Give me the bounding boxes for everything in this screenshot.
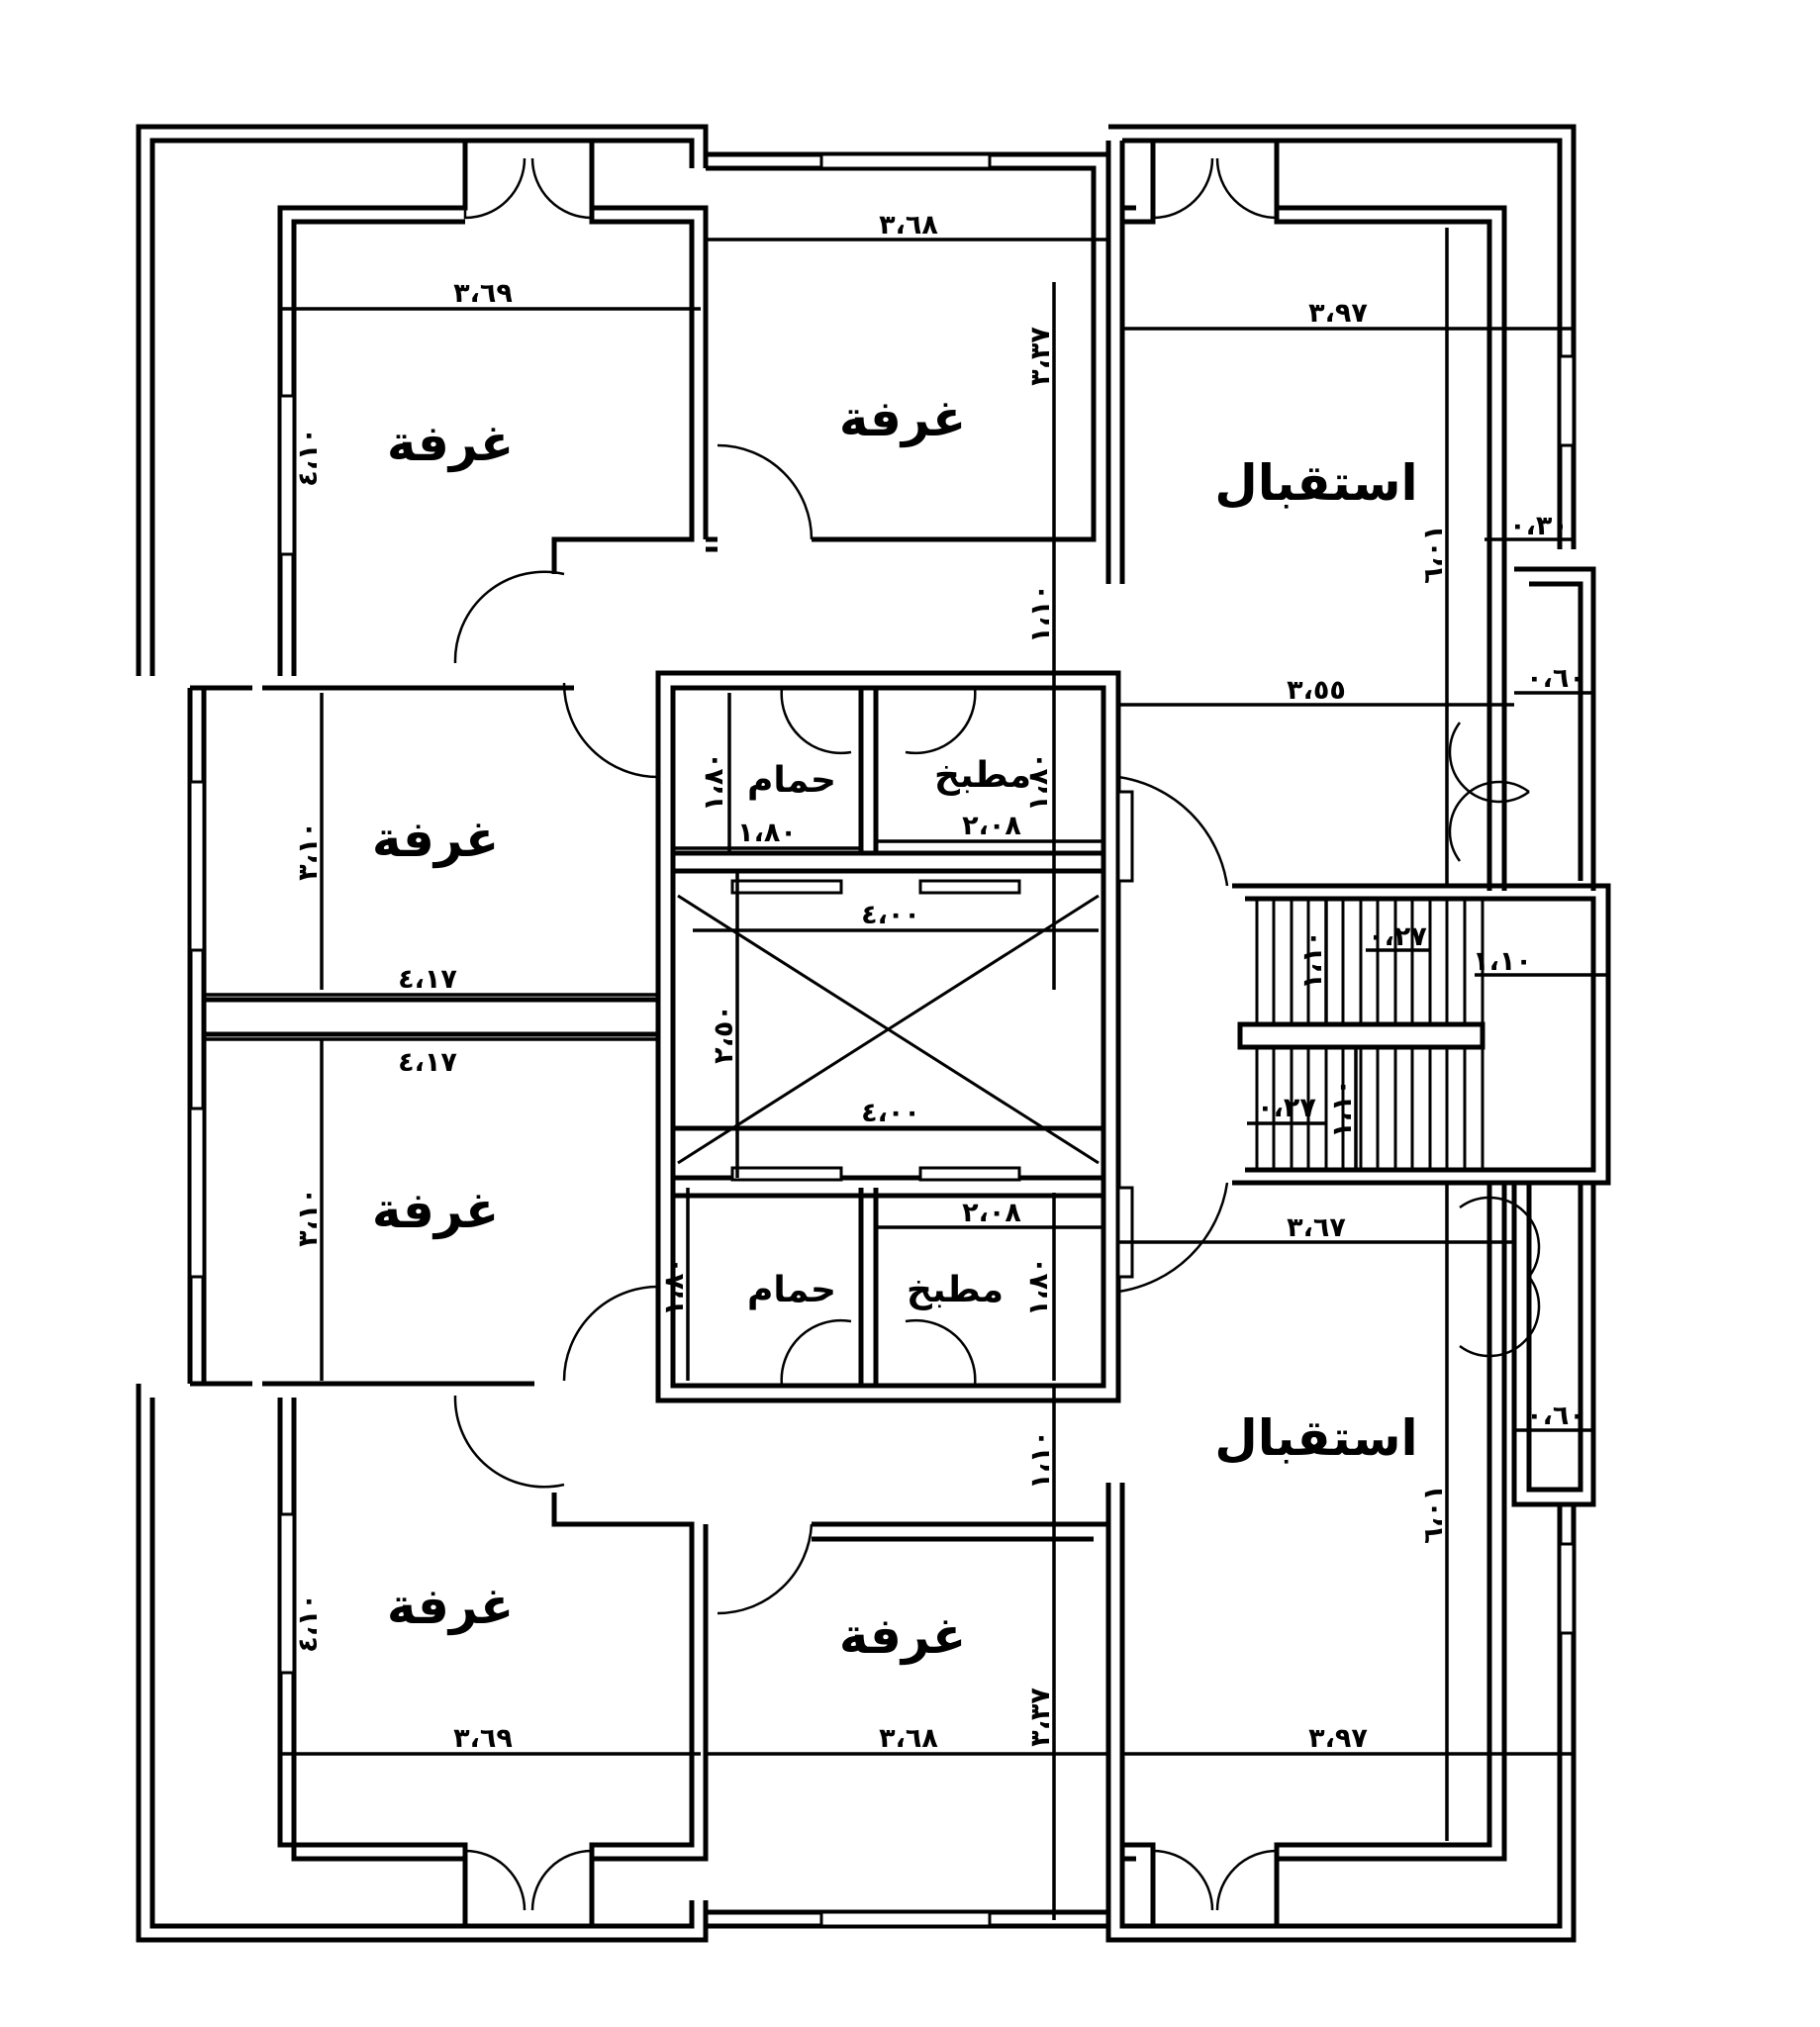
dim-337-bottom: ٣،٣٧	[1025, 1688, 1056, 1747]
dimension-labels: ٣،٦٩ ٣،٦٨ ٣،٩٧ ٣،٣٧ ٤،١٠ ١،١٠ ٦،٠١ ٠،٣٠ …	[293, 210, 1585, 1754]
dim-367: ٣،٦٧	[1287, 1212, 1346, 1243]
dim-060-bottom: ٠،٦٠	[1526, 1400, 1585, 1431]
reception-label-top: استقبال	[1214, 454, 1417, 512]
dim-208-bottom: ٢،٠٨	[962, 1198, 1021, 1228]
dim-110-stair-down: ١،١٠	[1327, 1079, 1358, 1138]
dim-110-top: ١،١٠	[1025, 584, 1056, 643]
dim-400-top: ٤،٠٠	[861, 900, 920, 930]
dim-030: ٠،٣٠	[1509, 511, 1569, 541]
bathroom-label-top: حمام	[747, 760, 836, 801]
dim-250: ٢،٥٠	[709, 1005, 739, 1064]
room-label-bottom-middle: غرفة	[839, 1607, 966, 1666]
room-label-left-upper: غرفة	[372, 811, 499, 869]
dim-355: ٣،٥٥	[1287, 675, 1346, 706]
dim-180-bath-bottom: ١،٨٠	[659, 1257, 690, 1316]
dim-027-up: ٠،٢٧	[1368, 921, 1427, 952]
dim-310-lower: ٣،١٠	[293, 1188, 324, 1247]
dim-310-upper: ٣،١٠	[293, 821, 324, 881]
doors	[453, 157, 1541, 1911]
dim-368-bottom: ٣،٦٨	[879, 1723, 938, 1754]
dim-601-bottom: ٦،٠١	[1418, 1485, 1449, 1544]
dim-369-bottom: ٣،٦٩	[453, 1723, 513, 1754]
dimension-lines	[204, 228, 1608, 1920]
room-label-top-left: غرفة	[387, 415, 514, 473]
dim-397-top: ٣،٩٧	[1308, 298, 1368, 329]
dim-110-landing: ١،١٠	[1473, 946, 1532, 977]
dim-417-upper: ٤،١٧	[398, 964, 457, 995]
dim-180-kitchen-bottom: ١،٨٠	[1023, 1257, 1054, 1316]
dim-180-kitchen-top: ١،٨٠	[1023, 752, 1054, 812]
dim-410-top: ٤،١٠	[293, 428, 324, 487]
dim-410-bottom: ٤،١٠	[293, 1593, 324, 1653]
dim-027-down: ٠،٢٧	[1257, 1093, 1316, 1123]
dim-417-lower: ٤،١٧	[398, 1047, 457, 1078]
dim-180-vert: ١،٨٠	[699, 752, 729, 812]
dim-337-top: ٣،٣٧	[1025, 327, 1056, 386]
dim-400-bottom: ٤،٠٠	[861, 1098, 920, 1128]
room-label-left-lower: غرفة	[372, 1182, 499, 1240]
elevator-shaft	[677, 894, 1100, 1165]
bathroom-label-bottom: حمام	[747, 1270, 836, 1310]
kitchen-label-top: مطبخ	[934, 755, 1031, 796]
reception-label-bottom: استقبال	[1214, 1409, 1417, 1467]
dim-208-top: ٢،٠٨	[962, 811, 1021, 841]
dim-110-stair-up: ١،١٠	[1297, 930, 1328, 990]
dim-397-bottom: ٣،٩٧	[1308, 1723, 1368, 1754]
room-labels: غرفة غرفة استقبال غرفة غرفة غرفة غرفة اس…	[372, 390, 1418, 1666]
room-label-top-middle: غرفة	[839, 390, 966, 448]
kitchen-label-bottom: مطبخ	[907, 1270, 1004, 1310]
dim-060-top: ٠،٦٠	[1526, 663, 1585, 694]
dim-110-bottom: ١،١٠	[1025, 1430, 1056, 1490]
dim-180-horiz: ١،٨٠	[737, 818, 797, 848]
room-label-bottom-left: غرفة	[387, 1578, 514, 1636]
dim-369-top: ٣،٦٩	[453, 278, 513, 309]
dim-368-top: ٣،٦٨	[879, 210, 938, 241]
dim-601-top: ٦،٠١	[1418, 525, 1449, 584]
windows	[188, 152, 1576, 1928]
